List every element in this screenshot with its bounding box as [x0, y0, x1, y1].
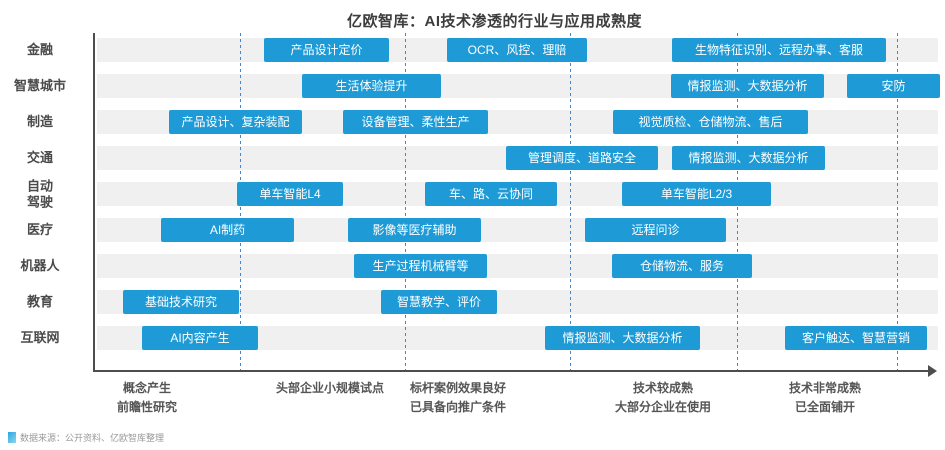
matrix-box: 设备管理、柔性生产: [343, 110, 488, 134]
matrix-box: 基础技术研究: [123, 290, 239, 314]
y-axis-line: [93, 33, 95, 372]
row-label: 智慧城市: [13, 78, 66, 94]
matrix-box: 远程问诊: [585, 218, 726, 242]
matrix-box: 仓储物流、服务: [612, 254, 752, 278]
matrix-box: 客户触达、智慧营销: [785, 326, 927, 350]
matrix-box: 智慧教学、评价: [381, 290, 497, 314]
matrix-box: 生物特征识别、远程办事、客服: [672, 38, 886, 62]
matrix-box: AI内容产生: [142, 326, 258, 350]
source-logo-icon: [8, 432, 16, 443]
stage-label: 头部企业小规模试点: [275, 381, 385, 395]
row-label: 金融: [26, 42, 53, 58]
chart-title: 亿欧智库：AI技术渗透的行业与应用成熟度: [346, 13, 642, 30]
matrix-box: 影像等医疗辅助: [348, 218, 481, 242]
matrix-box: OCR、风控、理赔: [447, 38, 587, 62]
data-source-text: 数据来源：公开资料、亿欧智库整理: [20, 433, 165, 443]
stage-label: 标杆案例效果良好 已具备向推广条件: [409, 381, 507, 414]
matrix-box: 单车智能L2/3: [622, 182, 771, 206]
matrix-box: 生活体验提升: [302, 74, 441, 98]
matrix-box: 视觉质检、仓储物流、售后: [613, 110, 808, 134]
matrix-box: 安防: [847, 74, 940, 98]
stage-label: 技术较成熟 大部分企业在使用: [614, 381, 712, 414]
row-label: 自动 驾驶: [26, 178, 53, 209]
stage-divider-dashed-line: [405, 33, 406, 372]
matrix-box: 产品设计定价: [264, 38, 389, 62]
matrix-box: 管理调度、道路安全: [506, 146, 658, 170]
stage-label: 概念产生 前瞻性研究: [116, 381, 178, 414]
row-label: 交通: [26, 150, 53, 166]
stage-divider-dashed-line: [570, 33, 571, 372]
footer: 数据来源：公开资料、亿欧智库整理: [8, 431, 164, 444]
x-axis-arrow-icon: [928, 365, 937, 377]
matrix-box: 车、路、云协同: [425, 182, 557, 206]
x-axis-line: [93, 370, 930, 372]
matrix-box: 生产过程机械臂等: [354, 254, 487, 278]
row-label: 医疗: [26, 222, 53, 238]
stage-divider-dashed-line: [897, 33, 898, 372]
row-label: 制造: [26, 114, 53, 130]
matrix-box: 情报监测、大数据分析: [672, 146, 825, 170]
row-label: 教育: [26, 294, 53, 310]
matrix-box: 情报监测、大数据分析: [545, 326, 700, 350]
row-band: [97, 254, 938, 278]
row-label: 机器人: [20, 258, 60, 274]
matrix-box: 情报监测、大数据分析: [671, 74, 824, 98]
matrix-box: AI制药: [161, 218, 294, 242]
matrix-box: 单车智能L4: [237, 182, 343, 206]
matrix-box: 产品设计、复杂装配: [169, 110, 302, 134]
stage-label: 技术非常成熟 已全面铺开: [788, 381, 862, 414]
row-label: 互联网: [20, 330, 60, 346]
